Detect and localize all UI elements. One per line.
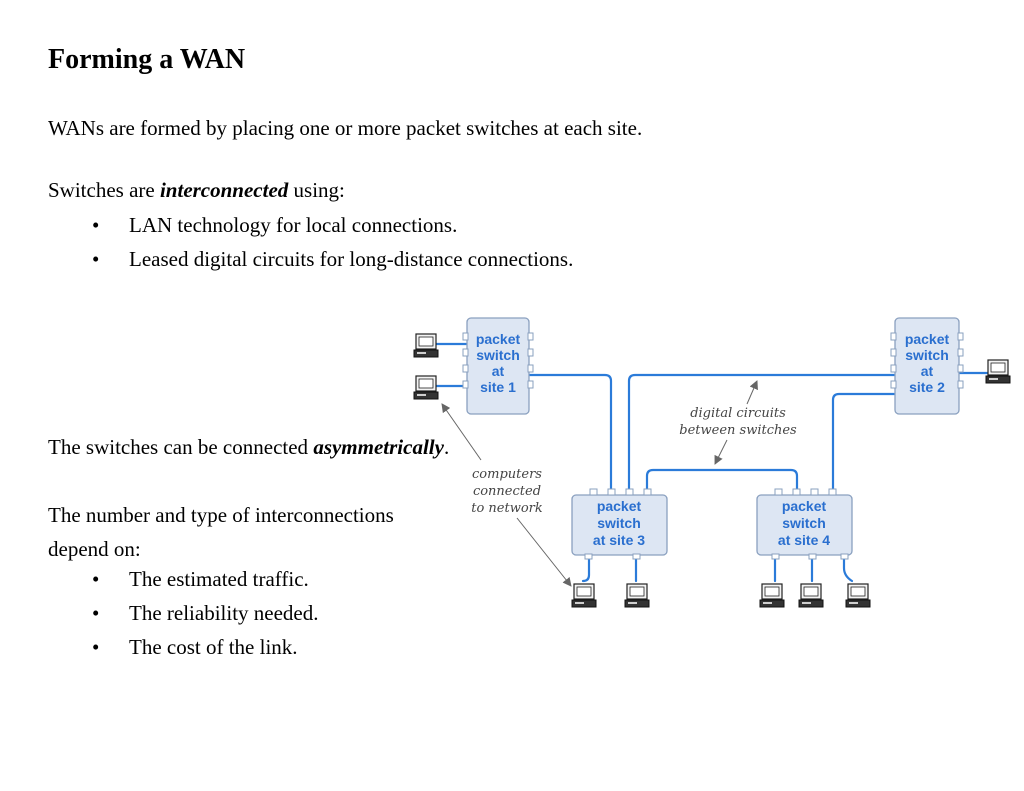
asym-tail: . [443, 435, 450, 459]
switch-label: site 1 [480, 379, 516, 395]
arrow-icon [714, 439, 728, 465]
switch-label: at site 4 [778, 532, 830, 548]
bullet-text: The estimated traffic. [129, 567, 309, 591]
depend-text: The number and type of interconnections d… [48, 498, 394, 566]
computer-icon [624, 583, 650, 608]
packet-switch-site-2: packet switch at site 2 [890, 317, 964, 415]
bullet-text: Leased digital circuits for long-distanc… [129, 247, 574, 271]
switch-label: at site 3 [593, 532, 645, 548]
switches-emph: interconnected [159, 178, 289, 202]
switch-label: switch [476, 347, 520, 363]
switch-label: switch [782, 515, 826, 531]
annotation-line: between switches [679, 423, 797, 438]
packet-switch-site-3: packet switch at site 3 [571, 488, 668, 560]
asym-emph: asymmetrically [313, 435, 444, 459]
switch-label: packet [597, 498, 642, 514]
bullet-text: The reliability needed. [129, 601, 319, 625]
arrow-icon [441, 403, 482, 461]
circuit-link [831, 392, 897, 495]
arrow-icon [746, 380, 758, 405]
intro-text: WANs are formed by placing one or more p… [48, 116, 643, 140]
bullet-icon: • [92, 247, 100, 271]
switch-box [571, 494, 668, 556]
annotation-line: computers [472, 467, 542, 482]
computer-icon [845, 583, 871, 608]
switch-label: switch [597, 515, 641, 531]
bullet-icon: • [92, 635, 100, 659]
annotation-line: to network [471, 501, 543, 516]
switch-label: at [921, 363, 934, 379]
list-item: • The estimated traffic. [92, 562, 319, 596]
asym-lead: The switches can be connected [48, 435, 314, 459]
lan-link [842, 552, 854, 583]
circuit-link [645, 468, 799, 495]
computer-icon [759, 583, 785, 608]
switch-label: switch [905, 347, 949, 363]
arrow-icon [516, 517, 572, 587]
switch-label: site 2 [909, 379, 945, 395]
switches-text: Switches are interconnected using: [48, 178, 345, 203]
computer-icon [413, 375, 439, 400]
lan-link [581, 552, 591, 583]
annotation-digital-circuits: digital circuits between switches [679, 380, 797, 465]
depend-line1: The number and type of interconnections [48, 503, 394, 527]
depend-line2: depend on: [48, 537, 141, 561]
computer-icon [985, 359, 1011, 384]
packet-switch-site-1: packet switch at site 1 [462, 317, 534, 415]
switch-box [756, 494, 853, 556]
annotation-computers: computers connected to network [441, 403, 572, 587]
connection-bullets: • LAN technology for local connections. •… [92, 208, 573, 276]
computer-icon [798, 583, 824, 608]
circuit-link [527, 373, 613, 495]
computer-icon [571, 583, 597, 608]
switch-label: packet [476, 331, 521, 347]
list-item: • LAN technology for local connections. [92, 208, 573, 242]
switch-label: packet [905, 331, 950, 347]
switches-lead: Switches are [48, 178, 160, 202]
asymmetric-text: The switches can be connected asymmetric… [48, 435, 449, 460]
switch-label: at [492, 363, 505, 379]
computer-icon [413, 333, 439, 358]
list-item: • Leased digital circuits for long-distan… [92, 242, 573, 276]
switch-label: packet [782, 498, 827, 514]
annotation-line: digital circuits [690, 406, 786, 421]
factor-bullets: • The estimated traffic. • The reliability… [92, 562, 319, 664]
bullet-icon: • [92, 601, 100, 625]
switches-tail: using: [288, 178, 345, 202]
page-title: Forming a WAN [48, 44, 246, 75]
circuit-link [627, 373, 897, 495]
annotation-line: connected [473, 484, 541, 499]
bullet-text: LAN technology for local connections. [129, 213, 458, 237]
bullet-icon: • [92, 213, 100, 237]
packet-switch-site-4: packet switch at site 4 [756, 488, 853, 560]
wan-diagram: packet switch at site 1 packet switch at… [413, 317, 1011, 608]
list-item: • The cost of the link. [92, 630, 319, 664]
bullet-text: The cost of the link. [129, 635, 298, 659]
list-item: • The reliability needed. [92, 596, 319, 630]
bullet-icon: • [92, 567, 100, 591]
